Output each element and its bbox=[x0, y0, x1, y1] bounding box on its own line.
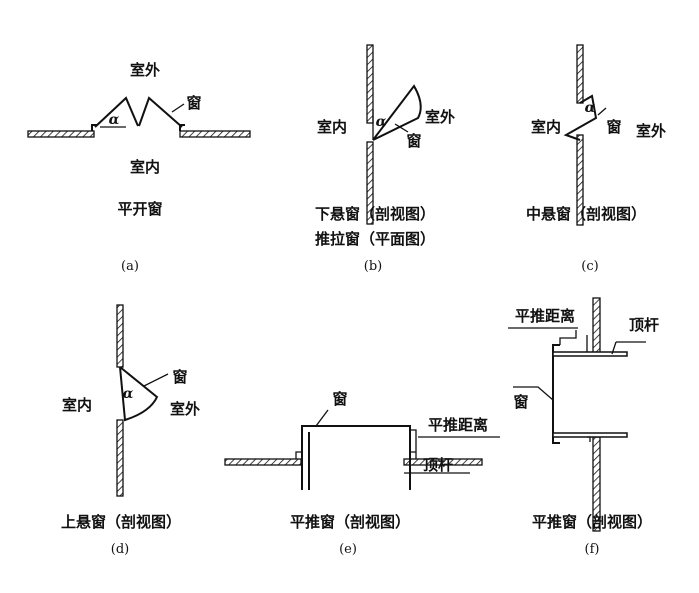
panel-caption: (d) bbox=[111, 542, 129, 557]
panel-title: 中悬窗（剖视图） bbox=[526, 205, 646, 223]
label-outside: 室外 bbox=[170, 400, 200, 418]
label-window: 窗 bbox=[406, 132, 421, 150]
wall-right bbox=[179, 130, 251, 138]
wall-lower bbox=[366, 141, 374, 225]
window-sash bbox=[563, 94, 598, 141]
window-sashes bbox=[94, 96, 183, 128]
leader-line-rod-a bbox=[611, 341, 617, 355]
panel-title: 平推窗（剖视图） bbox=[290, 513, 410, 531]
label-window: 窗 bbox=[606, 118, 621, 136]
panel-title: 平推窗（剖视图） bbox=[532, 513, 652, 531]
wall-left bbox=[27, 130, 95, 138]
leader-line bbox=[597, 107, 607, 116]
panel-caption: (b) bbox=[364, 259, 382, 274]
label-rod: 顶杆 bbox=[423, 456, 453, 474]
panel-title: 上悬窗（剖视图） bbox=[61, 513, 181, 531]
label-angle: α bbox=[376, 114, 387, 130]
label-window: 窗 bbox=[513, 393, 528, 411]
label-distance: 平推距离 bbox=[515, 307, 575, 325]
window-sash bbox=[552, 344, 560, 444]
label-inside: 室内 bbox=[531, 118, 561, 136]
window-sash bbox=[372, 84, 422, 141]
label-outside: 室外 bbox=[636, 122, 666, 140]
label-angle: α bbox=[109, 112, 120, 128]
panel-b-bottom-hung-window: 室内 室外 窗 α 下悬窗（剖视图） 推拉窗（平面图） (b) bbox=[315, 44, 455, 274]
label-inside: 室内 bbox=[130, 158, 160, 176]
window-frame bbox=[91, 124, 185, 131]
panel-f-parallel-push-window: 平推距离 顶杆 窗 平推窗（剖视图） (f) bbox=[508, 297, 659, 557]
panel-c-center-pivot-window: 室内 窗 室外 α 中悬窗（剖视图） (c) bbox=[526, 44, 666, 274]
leader-line bbox=[394, 123, 409, 133]
window-sash bbox=[301, 425, 411, 490]
panel-title-2: 推拉窗（平面图） bbox=[315, 230, 435, 248]
label-window: 窗 bbox=[332, 390, 347, 408]
wall-left bbox=[224, 458, 302, 466]
leader-line-window bbox=[315, 409, 329, 427]
label-inside: 室内 bbox=[62, 396, 92, 414]
panel-title-1: 下悬窗（剖视图） bbox=[315, 205, 435, 223]
panel-caption: (c) bbox=[581, 259, 598, 274]
panel-caption: (e) bbox=[339, 542, 357, 557]
panel-caption: (f) bbox=[585, 542, 600, 557]
label-angle: α bbox=[123, 386, 134, 402]
label-window: 窗 bbox=[172, 368, 187, 386]
wall-right bbox=[403, 458, 483, 466]
leader-line-window bbox=[513, 386, 554, 401]
wall-upper bbox=[592, 297, 601, 354]
label-distance: 平推距离 bbox=[428, 416, 488, 434]
wall-upper bbox=[116, 304, 124, 368]
panel-d-top-hung-window: 窗 室内 室外 α 上悬窗（剖视图） (d) bbox=[61, 304, 200, 557]
label-angle: α bbox=[585, 100, 596, 116]
leader-line bbox=[143, 373, 169, 387]
window-frame bbox=[559, 330, 591, 442]
window-frame bbox=[295, 429, 417, 459]
wall-upper bbox=[576, 44, 584, 104]
label-inside: 室内 bbox=[317, 118, 347, 136]
label-outside: 室外 bbox=[130, 61, 160, 79]
wall-upper bbox=[366, 44, 374, 124]
label-rod: 顶杆 bbox=[629, 316, 659, 334]
panel-e-parallel-push-window: 窗 平推距离 顶杆 平推窗（剖视图） (e) bbox=[224, 390, 500, 557]
top-rod bbox=[552, 351, 628, 357]
panel-caption: (a) bbox=[121, 259, 139, 274]
panel-title: 平开窗 bbox=[117, 200, 162, 218]
wall-lower bbox=[116, 419, 124, 497]
wall-lower bbox=[576, 134, 584, 226]
label-outside: 室外 bbox=[425, 108, 455, 126]
panel-a-casement-window: 室外 窗 α 室内 平开窗 (a) bbox=[27, 61, 251, 274]
label-window: 窗 bbox=[186, 94, 201, 112]
leader-line bbox=[171, 103, 185, 113]
window-sash bbox=[119, 366, 159, 422]
